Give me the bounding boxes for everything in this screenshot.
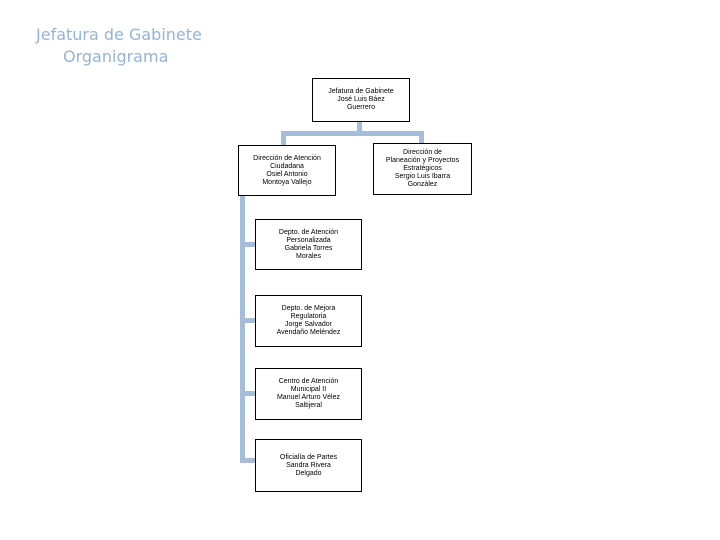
org-node-jefatura-de-gabinete: Jefatura de Gabinete José Luis Báez Guer… [312,78,410,122]
connector-stub-personalizada [240,242,256,247]
connector-drop-planeacion [419,131,424,144]
org-node-direccion-atencion-ciudadana: Dirección de Atención Ciudadana Osiel An… [238,145,336,196]
org-node-oficialia-de-partes: Oficialía de Partes Sandra Rivera Delgad… [255,439,362,492]
slide-title-line-2: Organigrama [63,47,169,66]
connector-stub-cam2 [240,391,256,396]
org-node-direccion-planeacion-proyectos: Dirección de Planeación y Proyectos Estr… [373,143,472,195]
connector-stub-mejora [240,318,256,323]
connector-stub-oficialia [240,458,256,463]
connector-root-children-bar [281,131,424,136]
slide-title: Jefatura de Gabinete Organigrama [36,24,202,68]
connector-root-stub [357,122,362,132]
slide-title-line-1: Jefatura de Gabinete [36,25,202,44]
org-node-depto-mejora-regulatoria: Depto. de Mejora Regulatoria Jorge Salva… [255,295,362,347]
connector-atencion-trunk [240,196,245,463]
connector-drop-atencion [281,131,286,146]
org-node-depto-atencion-personalizada: Depto. de Atención Personalizada Gabriel… [255,219,362,270]
org-node-centro-atencion-municipal-ii: Centro de Atención Municipal II Manuel A… [255,368,362,420]
